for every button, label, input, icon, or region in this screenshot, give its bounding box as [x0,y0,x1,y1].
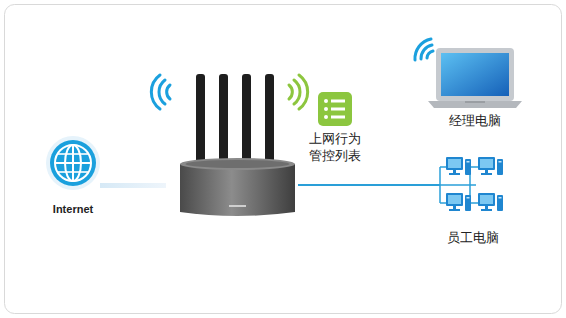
list-icon [318,92,352,126]
lan-link [298,184,440,186]
node-label: 经理电脑 [440,112,510,129]
staff-pcs [446,157,503,211]
staff-pc-node: 员工电脑 [438,229,508,246]
node-label: 上网行为 管控列表 [305,130,365,164]
internet-link [100,183,166,188]
node-label: 员工电脑 [438,229,508,246]
wifi-signal [415,39,433,60]
page-frame [5,5,562,314]
laptop [428,48,522,108]
policy-list-node: 上网行为 管控列表 [305,130,365,164]
globe-icon [46,136,100,190]
wifi-signal [151,75,307,109]
router [180,74,295,216]
internet-node: Internet [38,202,108,217]
node-label: Internet [38,202,108,217]
manager-pc-node: 经理电脑 [440,112,510,129]
